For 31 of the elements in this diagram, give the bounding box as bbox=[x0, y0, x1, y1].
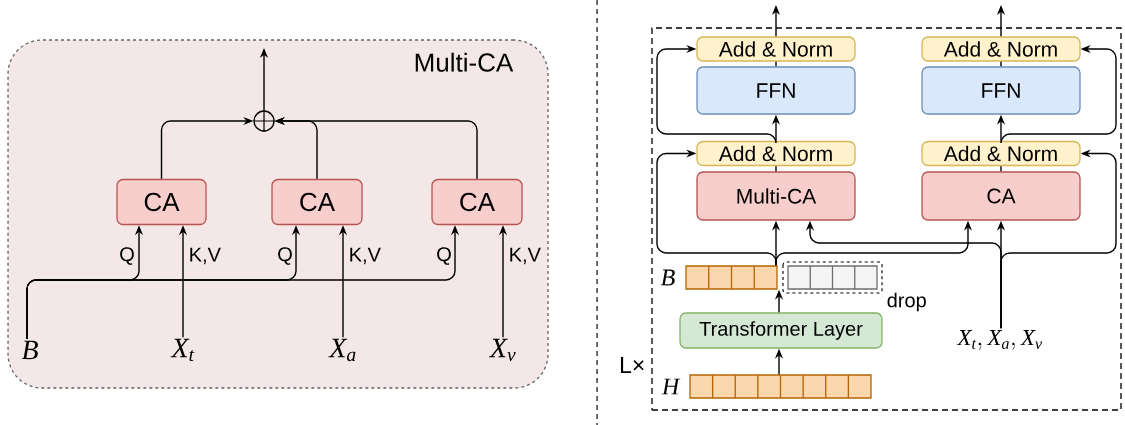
math-label: $X_t$ bbox=[170, 338, 195, 362]
connector-line bbox=[775, 60, 777, 68]
norm-box: Add & Norm bbox=[921, 140, 1081, 167]
norm-box: Add & Norm bbox=[921, 36, 1081, 62]
math-label: $X_v$ bbox=[488, 338, 516, 362]
norm-box: Add & Norm bbox=[696, 140, 856, 167]
layer-box: Transformer Layer bbox=[679, 312, 883, 349]
ffn-box: FFN bbox=[921, 66, 1081, 115]
edge-label: Q bbox=[118, 246, 136, 266]
attention-box: CA bbox=[116, 178, 207, 226]
edge-label: Q bbox=[435, 246, 453, 266]
connector-line bbox=[775, 165, 777, 173]
panel-title: Multi-CA bbox=[415, 52, 514, 72]
drop-label: drop bbox=[887, 292, 926, 312]
sum-circle bbox=[252, 109, 276, 133]
edge-label: Q bbox=[276, 246, 294, 266]
math-label: $X_a$ bbox=[328, 338, 356, 362]
attention-box: CA bbox=[271, 178, 363, 226]
ffn-box: FFN bbox=[696, 66, 856, 115]
math-label: $B$ bbox=[660, 269, 675, 286]
attention-box: CA bbox=[921, 171, 1081, 221]
attention-box: CA bbox=[431, 178, 523, 226]
connector-line bbox=[1000, 165, 1002, 173]
attention-box: Multi-CA bbox=[696, 171, 856, 221]
norm-box: Add & Norm bbox=[696, 36, 856, 62]
repeat-label: L× bbox=[620, 357, 644, 373]
math-label: $X_t, X_a, X_v$ bbox=[956, 330, 1043, 350]
connector-line bbox=[1000, 60, 1002, 68]
arrow bbox=[656, 44, 777, 144]
math-label: $H$ bbox=[661, 378, 681, 395]
math-label: $B$ bbox=[21, 340, 38, 360]
